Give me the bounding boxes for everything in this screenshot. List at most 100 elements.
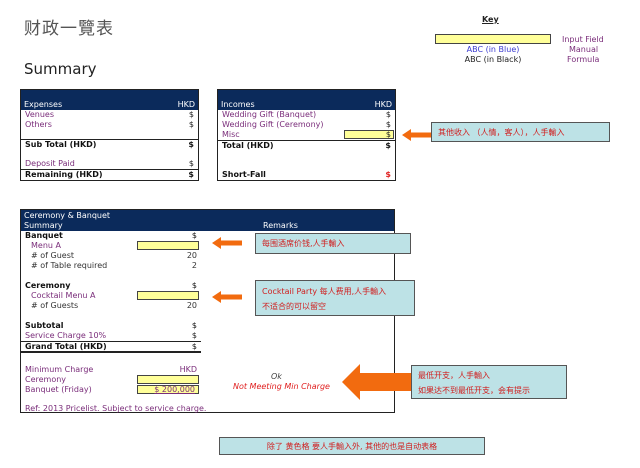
service-charge-label: Service Charge 10% xyxy=(25,331,107,340)
total-value: $ xyxy=(385,141,391,150)
ceremony-banquet-header: Ceremony & Banquet Summary Remarks xyxy=(21,210,394,231)
banquet-label: Banquet xyxy=(25,231,63,240)
expenses-header: Expenses HKD xyxy=(21,90,198,110)
ceremony-label: Ceremony xyxy=(25,281,71,290)
cb-subtotal-value: $ xyxy=(191,321,197,330)
income-row-misc: Misc $ xyxy=(218,130,395,140)
menu-a-row: Menu A xyxy=(21,241,201,251)
note-min-line2: 如果达不到最低开支，会有提示 xyxy=(418,386,530,395)
expense-row-others: Others $ xyxy=(21,120,198,130)
subtotal-value: $ xyxy=(188,140,194,149)
remaining-row: Remaining (HKD) $ xyxy=(21,169,198,179)
expense-value: $ xyxy=(188,110,194,119)
deposit-row: Deposit Paid $ xyxy=(21,159,198,169)
expenses-header-label: Expenses xyxy=(24,100,63,109)
key-manual-label: Manual xyxy=(569,45,599,54)
key-manual-sample: ABC (in Blue) xyxy=(466,45,520,54)
min-charge-label: Minimum Charge xyxy=(25,365,94,374)
ceremony-value: $ xyxy=(191,281,197,290)
menu-a-input[interactable] xyxy=(137,241,199,250)
expense-subtotal-row: Sub Total (HKD) $ xyxy=(21,139,198,149)
min-ceremony-row: Ceremony xyxy=(21,375,201,385)
min-charge-row: Minimum Charge HKD xyxy=(21,365,201,375)
shortfall-label: Short-Fall xyxy=(222,170,266,179)
cb-subtotal-label: Subtotal xyxy=(25,321,64,330)
grand-total-row: Grand Total (HKD) $ xyxy=(21,341,201,353)
banquet-row: Banquet $ xyxy=(21,231,201,241)
note-min-line1: 最低开支，人手輸入 xyxy=(418,371,490,380)
ceremony-row: Ceremony $ xyxy=(21,281,201,291)
income-value: $ xyxy=(385,130,391,139)
remaining-value: $ xyxy=(188,170,194,179)
note-footer: 除了 黄色格 要人手輸入外, 其他的也是自动表格 xyxy=(219,437,485,455)
cb-subtotal-row: Subtotal $ xyxy=(21,321,201,331)
note-menu: 每围酒席价钱,人手輸入 xyxy=(255,233,411,254)
expense-label: Venues xyxy=(25,110,55,119)
income-row-ceremony: Wedding Gift (Ceremony) $ xyxy=(218,120,395,130)
shortfall-value: $ xyxy=(385,170,391,179)
key-formula-label: Formula xyxy=(567,55,600,64)
key-formula-sample: ABC (in Black) xyxy=(464,55,522,64)
banquet-value: $ xyxy=(191,231,197,240)
cocktail-menu-row: Cocktail Menu A xyxy=(21,291,201,301)
menu-a-label: Menu A xyxy=(31,241,61,250)
remarks-header: Remarks xyxy=(263,221,298,230)
expense-label: Others xyxy=(25,120,52,129)
expenses-table: Expenses HKD Venues $ Others $ Sub Total… xyxy=(20,89,199,181)
min-ceremony-input[interactable] xyxy=(137,375,199,384)
min-ceremony-label: Ceremony xyxy=(25,375,67,384)
subtotal-label: Sub Total (HKD) xyxy=(25,140,97,149)
shortfall-row: Short-Fall $ xyxy=(218,170,395,180)
min-charge-currency: HKD xyxy=(179,365,197,374)
ref-note: Ref: 2013 Pricelist. Subject to service … xyxy=(25,404,207,413)
note-cocktail-line2: 不适合的可以留空 xyxy=(262,302,326,311)
total-label: Total (HKD) xyxy=(222,141,274,150)
note-misc: 其他收入 （人情，客人），人手輸入 xyxy=(431,122,610,142)
arrow-left-icon xyxy=(212,237,242,249)
expenses-header-currency: HKD xyxy=(177,100,195,109)
cocktail-menu-label: Cocktail Menu A xyxy=(31,291,96,300)
income-value: $ xyxy=(385,110,391,119)
expense-row-venues: Venues $ xyxy=(21,110,198,120)
guests-label: # of Guests xyxy=(31,301,79,310)
guests-value: 20 xyxy=(186,301,197,310)
arrow-left-icon xyxy=(212,291,242,303)
arrow-left-icon xyxy=(342,364,414,400)
page-title: 财政一覽表 xyxy=(24,19,114,39)
service-charge-value: $ xyxy=(191,331,197,340)
service-charge-row: Service Charge 10% $ xyxy=(21,331,201,341)
incomes-header-label: Incomes xyxy=(221,100,255,109)
income-label: Wedding Gift (Banquet) xyxy=(222,110,317,119)
summary-heading: Summary xyxy=(24,60,97,78)
incomes-header-currency: HKD xyxy=(374,100,392,109)
key-input-label: Input Field xyxy=(562,35,604,44)
guests-row: # of Guests 20 xyxy=(21,301,201,311)
table-required-row: # of Table required 2 xyxy=(21,261,201,271)
deposit-value: $ xyxy=(188,159,194,168)
incomes-header: Incomes HKD xyxy=(218,90,395,110)
arrow-left-icon xyxy=(402,129,432,141)
income-row-banquet: Wedding Gift (Banquet) $ xyxy=(218,110,395,120)
grand-total-value: $ xyxy=(191,342,197,351)
guest-row: # of Guest 20 xyxy=(21,251,201,261)
grand-total-label: Grand Total (HKD) xyxy=(25,342,107,351)
guest-label: # of Guest xyxy=(31,251,74,260)
min-banquet-label: Banquet (Friday) xyxy=(25,385,92,394)
incomes-table: Incomes HKD Wedding Gift (Banquet) $ Wed… xyxy=(217,89,396,181)
min-banquet-input[interactable]: $ 200,000 xyxy=(137,385,199,394)
min-charge-status-warn: Not Meeting Min Charge xyxy=(233,382,330,391)
remaining-label: Remaining (HKD) xyxy=(25,170,103,179)
table-required-label: # of Table required xyxy=(31,261,108,270)
min-charge-status-ok: Ok xyxy=(271,372,282,381)
income-label: Misc xyxy=(222,130,240,139)
misc-input[interactable] xyxy=(344,130,394,139)
key-input-swatch xyxy=(435,34,551,44)
income-total-row: Total (HKD) $ xyxy=(218,140,395,150)
min-banquet-row: Banquet (Friday) $ 200,000 xyxy=(21,385,201,395)
deposit-label: Deposit Paid xyxy=(25,159,75,168)
cocktail-menu-input[interactable] xyxy=(137,291,199,300)
table-required-value: 2 xyxy=(191,261,197,270)
guest-value: 20 xyxy=(186,251,197,260)
note-cocktail: Cocktail Party 每人费用,人手輸入 不适合的可以留空 xyxy=(255,280,415,316)
note-cocktail-line1: Cocktail Party 每人费用,人手輸入 xyxy=(262,287,387,296)
